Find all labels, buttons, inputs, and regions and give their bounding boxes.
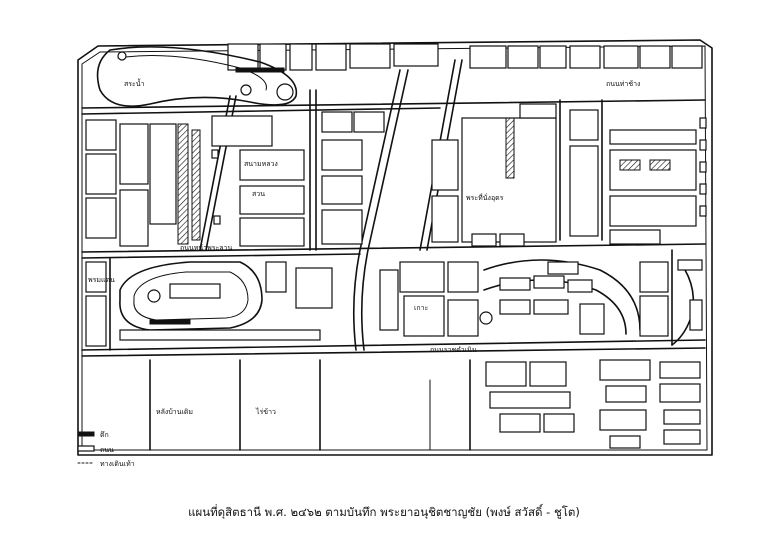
map-caption: แผนที่ดุสิตธานี พ.ศ. ๒๔๖๒ ตามบันทึก พระย…	[188, 505, 580, 519]
legend-swatch-road	[77, 445, 95, 452]
label-bottom-road: ถนนราชดำเนิน	[430, 346, 477, 354]
map-legend: ตึก ถนน ทางเดินเท้า	[77, 430, 135, 468]
label-big-hall: พระที่นั่งอุดร	[466, 193, 504, 202]
lower-left-pond	[119, 261, 333, 341]
map-labels: สระน้ำ สวน พระที่นั่งอุดร สนามหลวง พรมแด…	[88, 77, 640, 416]
top-left-lake	[96, 46, 298, 107]
right-top-blocks	[519, 103, 697, 245]
legend-swatch-building	[77, 431, 95, 437]
label-island: เกาะ	[414, 304, 429, 312]
label-bottom-mid: ไร่ข้าว	[255, 407, 276, 416]
legend-label-path: ทางเดินเท้า	[100, 460, 135, 468]
label-lake-park: สวน	[252, 190, 265, 198]
map-outer-frame	[77, 39, 713, 456]
label-bottom-left: หลังบ้านเดิม	[156, 408, 193, 416]
central-south-cluster	[379, 259, 641, 337]
bottom-area	[149, 359, 701, 451]
label-road-2: ถนนหน้าพระลาน	[180, 244, 232, 252]
legend-label-building: ตึก	[100, 430, 109, 439]
right-lower-cluster	[639, 259, 703, 346]
label-lake-area: สระน้ำ	[124, 77, 145, 88]
label-pond: พรมแดน	[88, 276, 115, 284]
legend-label-road: ถนน	[100, 446, 114, 454]
label-road-1: ถนนท่าช้าง	[606, 80, 640, 88]
label-field-left: สนามหลวง	[244, 160, 278, 168]
top-building-strip	[227, 43, 703, 73]
middle-left-grid	[211, 111, 385, 247]
central-hall	[431, 117, 557, 247]
road-network	[81, 59, 706, 357]
left-blocks	[85, 119, 201, 347]
small-huts	[211, 117, 707, 225]
